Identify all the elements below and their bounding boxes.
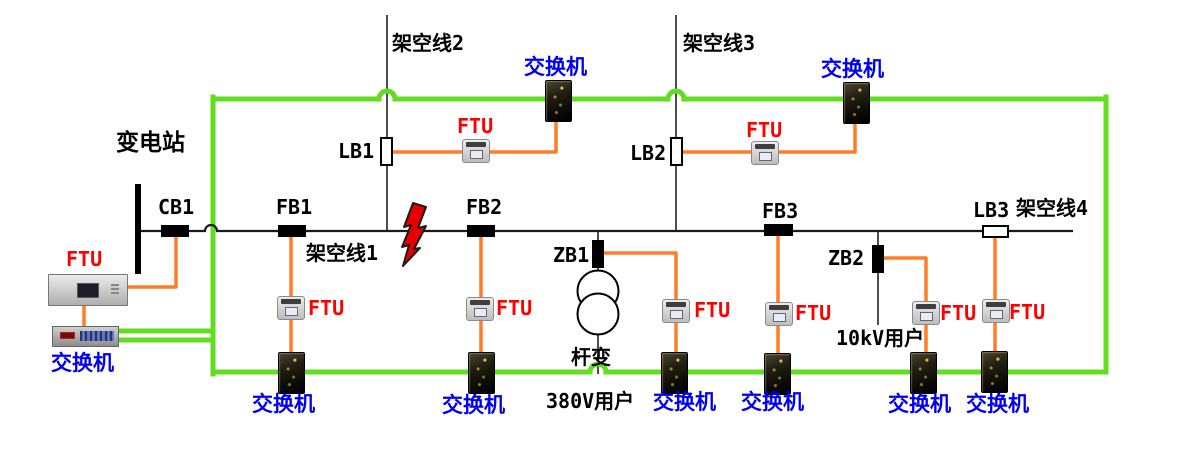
label-switch-bottom-1: 交换机 [252,392,315,416]
ftu-device-fb3-icon [765,302,793,326]
label-overhead-line-2: 架空线2 [392,31,465,55]
label-lb3: LB3 [973,198,1010,222]
label-zb2: ZB2 [828,246,865,270]
label-users-10kv: 10kV用户 [836,326,925,350]
branch-breaker-zb1 [592,240,604,268]
label-lb1: LB1 [338,139,375,163]
label-ftu-lb3: FTU [1009,300,1046,324]
cable-cb1-ftu [123,236,178,289]
main-feeder-line [138,223,1073,233]
ftu-device-fb1-icon [277,296,305,320]
label-switch-top-1: 交换机 [524,55,587,79]
label-pole-transformer: 杆变 [571,345,611,369]
label-fb3: FB3 [762,199,799,223]
label-zb1: ZB1 [553,243,590,267]
branch-breaker-zb2 [872,245,884,273]
ftu-device-lb3-icon [982,299,1010,323]
load-switch-lb2 [670,137,683,166]
ftu-device-zb1-icon [662,299,690,323]
substation-ftu-rack-icon [48,274,128,306]
cable-lb1-ftu-switch [390,119,558,154]
ethernet-switch-bottom-2-icon [468,352,495,394]
label-ftu-lb2: FTU [746,118,783,142]
label-substation: 变电站 [116,130,185,156]
fiber-ring-bottom [210,361,1109,375]
label-switch-top-2: 交换机 [821,57,884,81]
label-fb2: FB2 [466,195,503,219]
label-ftu-zb1: FTU [694,298,731,322]
label-ftu-fb1: FTU [308,296,345,320]
ftu-device-lb1-icon [462,139,490,163]
ethernet-switch-top-2-icon [843,82,870,124]
label-overhead-line-4: 架空线4 [1016,196,1089,220]
load-switch-lb3 [982,225,1009,238]
label-ftu-zb2: FTU [940,301,977,325]
ethernet-switch-bottom-6-icon [981,351,1008,393]
substation-busbar [135,184,141,274]
load-switch-lb1 [380,137,393,166]
ftu-device-lb2-icon [751,141,779,165]
feeder-breaker-fb1 [278,225,306,237]
cable-zb1-ftu-switch [601,251,678,356]
fault-lightning-icon [401,202,427,267]
label-switch-bottom-5: 交换机 [888,392,951,416]
ethernet-switch-top-1-icon [545,80,572,122]
cable-zb2-ftu-switch [882,256,928,355]
label-ftu-substation: FTU [66,247,103,271]
cable-lb2-ftu-switch [680,120,857,154]
ethernet-switch-bottom-4-icon [764,353,791,395]
label-lb2: LB2 [630,141,667,165]
pole-transformer-icon [576,269,620,336]
label-users-380v: 380V用户 [546,389,635,413]
label-cb1: CB1 [158,195,195,219]
ethernet-switch-bottom-1-icon [278,352,305,394]
ethernet-switch-bottom-5-icon [910,352,937,394]
label-switch-bottom-4: 交换机 [741,390,804,414]
label-ftu-lb1: FTU [457,114,494,138]
label-ftu-fb2: FTU [496,296,533,320]
feeder-breaker-fb3 [764,224,793,236]
ethernet-switch-bottom-3-icon [661,352,688,394]
fiber-ring-top [210,88,1109,102]
label-switch-bottom-2: 交换机 [442,393,505,417]
label-ftu-fb3: FTU [795,301,832,325]
label-overhead-line-3: 架空线3 [683,31,756,55]
substation-switch-rack-icon [52,326,119,347]
feeder-breaker-fb2 [467,225,495,237]
label-switch-bottom-6: 交换机 [966,392,1029,416]
ftu-device-zb2-icon [912,301,940,325]
label-switch-bottom-3: 交换机 [653,390,716,414]
label-fb1: FB1 [276,195,313,219]
circuit-breaker-cb1 [161,225,189,237]
ftu-device-fb2-icon [466,297,494,321]
label-overhead-line-1: 架空线1 [306,241,379,265]
label-switch-substation: 交换机 [51,351,114,375]
